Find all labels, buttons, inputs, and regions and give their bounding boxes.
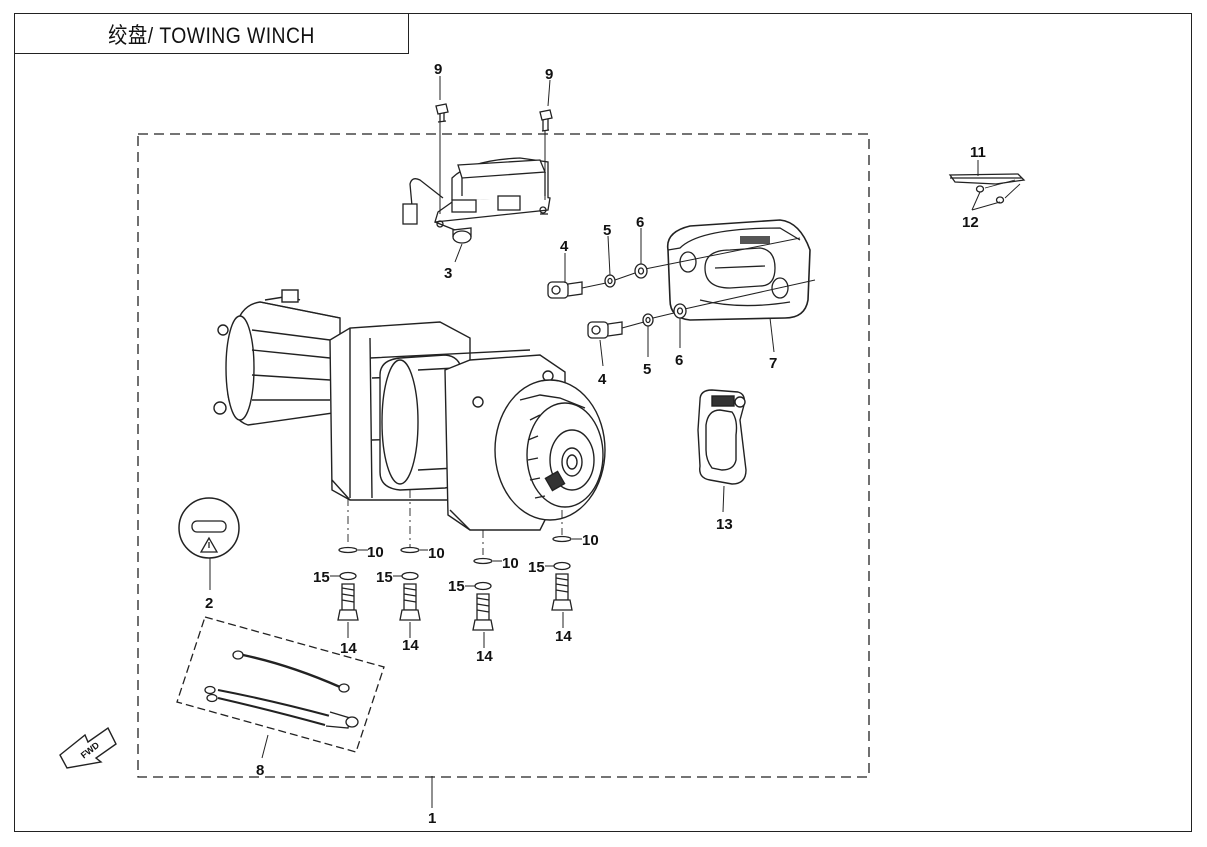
callout-10-c: 10 <box>502 555 519 572</box>
fairlead-bolt-lower <box>587 321 645 339</box>
callout-13: 13 <box>716 516 733 533</box>
callout-labels: 1 2 3 4 4 5 5 6 6 7 8 9 9 10 10 10 10 11… <box>205 61 986 827</box>
title-box: 绞盘/ TOWING WINCH <box>14 13 409 54</box>
callout-15-c: 15 <box>448 578 465 595</box>
page-title: 绞盘/ TOWING WINCH <box>108 22 315 48</box>
callout-3: 3 <box>444 265 452 282</box>
cable-set <box>176 616 385 753</box>
callout-8: 8 <box>256 762 264 779</box>
bolt-9-left <box>435 103 449 214</box>
winch-hook <box>697 389 747 485</box>
mount-hardware <box>337 535 573 631</box>
callout-15-a: 15 <box>313 569 330 586</box>
callout-15-d: 15 <box>528 559 545 576</box>
callout-5-upper: 5 <box>603 222 611 239</box>
callout-9-right: 9 <box>545 66 553 83</box>
callout-7: 7 <box>769 355 777 372</box>
washer-6-lower <box>673 303 687 319</box>
warning-label <box>178 497 240 559</box>
washer-6-upper <box>634 263 648 279</box>
callout-12: 12 <box>962 214 979 231</box>
callout-1: 1 <box>428 810 436 827</box>
callout-11: 11 <box>970 144 986 161</box>
callout-9-left: 9 <box>434 61 442 78</box>
mounting-plate-detail <box>948 173 1026 204</box>
callout-14-b: 14 <box>402 637 419 654</box>
callout-10-d: 10 <box>582 532 599 549</box>
callout-4-lower: 4 <box>598 371 607 388</box>
callout-5-lower: 5 <box>643 361 651 378</box>
fwd-arrow: FWD <box>59 726 117 769</box>
callout-14-d: 14 <box>555 628 572 645</box>
callout-14-a: 14 <box>340 640 357 657</box>
callout-2: 2 <box>205 595 213 612</box>
callout-6-upper: 6 <box>636 214 644 231</box>
callout-4-upper: 4 <box>560 238 569 255</box>
contactor-box <box>402 157 551 244</box>
callout-6-lower: 6 <box>675 352 683 369</box>
callout-15-b: 15 <box>376 569 393 586</box>
winch-body <box>213 289 606 531</box>
callout-10-b: 10 <box>428 545 445 562</box>
washer-5-lower <box>642 313 654 327</box>
washer-5-upper <box>604 274 616 288</box>
callout-10-a: 10 <box>367 544 384 561</box>
mount-center-lines <box>347 490 563 555</box>
drawing-frame <box>14 13 1192 832</box>
fairlead-bolt-upper <box>547 281 607 299</box>
leader-lines <box>209 76 1001 808</box>
hawse-fairlead <box>666 219 811 321</box>
bolt-9-right <box>539 109 553 200</box>
callout-14-c: 14 <box>476 648 493 665</box>
